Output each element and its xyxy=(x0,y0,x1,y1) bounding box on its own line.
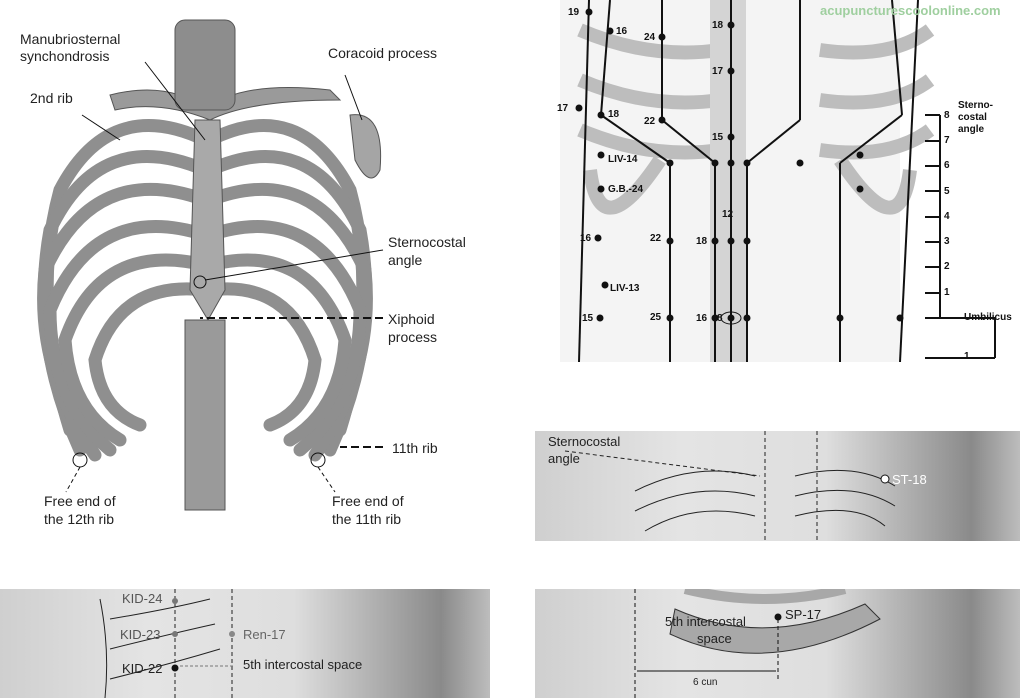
scale-tick: 3 xyxy=(944,236,950,247)
label-5th-intercostal: 5th intercostal space xyxy=(243,657,363,672)
scale-tick: 1 xyxy=(944,287,950,298)
label-xiphoid: Xiphoid xyxy=(388,311,435,327)
ribcage-illustration: Manubriosternal synchondrosis 2nd rib Co… xyxy=(0,0,520,540)
point-label: 18 xyxy=(712,20,724,31)
watermark: acupuncturescoolonline.com xyxy=(820,3,1001,18)
label-space: space xyxy=(697,631,732,646)
acupoint-diagram: acupuncturescoolonline.com 19 16 24 18 1… xyxy=(540,0,1020,370)
scale-tick: 8 xyxy=(944,110,950,121)
label-manubriosternal: Manubriosternal xyxy=(20,31,121,47)
point-kid22: KID-22 xyxy=(122,661,163,676)
point-label: 18 xyxy=(608,109,620,120)
scale-tick: 7 xyxy=(944,135,950,146)
point-label: 19 xyxy=(568,7,580,18)
label-free-end-12-a: Free end of xyxy=(44,493,116,509)
photo-sp17-lines xyxy=(634,589,881,698)
point-label: 8 xyxy=(717,313,723,324)
label-synchondrosis: synchondrosis xyxy=(20,48,110,64)
scale-title: angle xyxy=(958,124,985,135)
point-sp17: SP-17 xyxy=(785,607,822,622)
point-label: 16 xyxy=(616,26,628,37)
label-11th-rib: 11th rib xyxy=(392,440,438,456)
point-kid24: KID-24 xyxy=(122,591,163,606)
label-angle: angle xyxy=(388,252,423,268)
point-label: 25 xyxy=(650,312,662,323)
label-sternocostal: Sternocostal xyxy=(388,234,466,250)
point-label: 16 xyxy=(580,233,592,244)
point-label: 12 xyxy=(722,209,734,220)
scale-title: costal xyxy=(958,112,987,123)
ribcage-drawing xyxy=(37,19,384,511)
photo-kid: KID-24 KID-23 KID-22 Ren-17 5th intercos… xyxy=(0,589,490,698)
point-label: 22 xyxy=(650,233,662,244)
scale-tick: 5 xyxy=(944,186,950,197)
point-label: LIV-14 xyxy=(608,154,638,165)
photo-sp17: 5th intercostal space SP-17 6 cun xyxy=(535,589,1020,698)
photo-st18: Sternocostal angle ST-18 xyxy=(535,431,1020,541)
label-free-end-11-b: the 11th rib xyxy=(332,511,402,527)
label-coracoid-process: Coracoid process xyxy=(328,45,437,61)
label-angle: angle xyxy=(548,451,580,466)
scale-tick: 6 xyxy=(944,160,950,171)
scale-title: Sterno- xyxy=(958,100,993,111)
umbilicus-label: Umbilicus xyxy=(964,312,1012,323)
scale-tick: 1 xyxy=(964,351,970,362)
point-label: 16 xyxy=(696,313,708,324)
point-label: 17 xyxy=(557,103,569,114)
point-label: LIV-13 xyxy=(610,283,640,294)
point-label: 17 xyxy=(712,66,724,77)
label-free-end-11-a: Free end of xyxy=(332,493,404,509)
point-label: 18 xyxy=(696,236,708,247)
label-sternocostal: Sternocostal xyxy=(548,434,621,449)
label-5th-intercostal: 5th intercostal xyxy=(665,614,746,629)
acupoint-lines xyxy=(560,0,996,363)
point-st18: ST-18 xyxy=(892,472,927,487)
point-label: 22 xyxy=(644,116,656,127)
label-2nd-rib: 2nd rib xyxy=(30,90,73,106)
point-ren17: Ren-17 xyxy=(243,627,286,642)
point-label: 15 xyxy=(712,132,724,143)
scale-tick: 2 xyxy=(944,261,950,272)
point-label: 15 xyxy=(582,313,594,324)
label-process: process xyxy=(388,329,438,345)
point-kid23: KID-23 xyxy=(120,627,161,642)
point-label: 24 xyxy=(644,32,656,43)
scale-tick: 4 xyxy=(944,211,950,222)
distance-6-cun: 6 cun xyxy=(693,677,718,688)
label-free-end-12-b: the 12th rib xyxy=(44,511,115,527)
photo-st18-lines xyxy=(564,431,896,541)
point-label: G.B.-24 xyxy=(608,184,644,195)
photo-kid-lines xyxy=(99,589,235,698)
